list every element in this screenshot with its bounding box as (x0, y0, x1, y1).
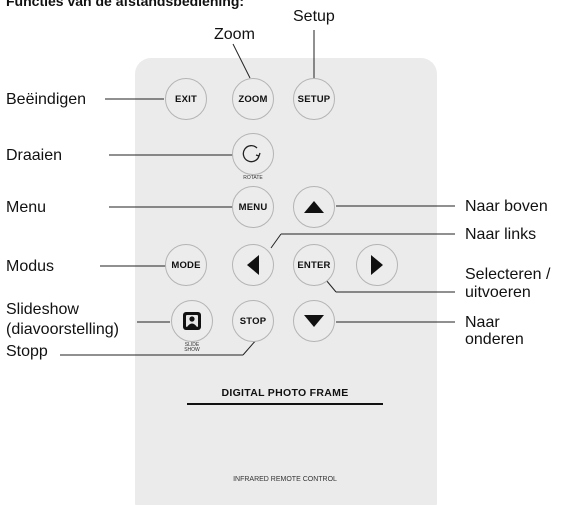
callout-slideshow-2: (diavoorstelling) (6, 321, 119, 338)
callout-enter-1: Selecteren / (465, 266, 551, 283)
line-left (270, 233, 282, 249)
exit-button-label: EXIT (175, 93, 197, 105)
left-button[interactable] (232, 244, 274, 286)
slideshow-caption: SLIDE SHOW (172, 343, 212, 353)
callout-menu: Menu (6, 199, 47, 216)
mode-button-label: MODE (171, 259, 201, 271)
slideshow-caption-line-1: SLIDE (184, 342, 200, 348)
down-button[interactable] (293, 300, 335, 342)
callout-down-1: Naar (465, 314, 500, 331)
callout-rotate: Draaien (6, 147, 63, 164)
rotate-button[interactable] (232, 133, 274, 175)
triangle-up-icon (304, 201, 324, 213)
enter-button-label: ENTER (297, 259, 331, 271)
remote-footer-text: INFRARED REMOTE CONTROL (233, 476, 337, 483)
page-heading: Functies van de afstandsbediening: (6, 0, 245, 9)
brand-text: DIGITAL PHOTO FRAME (221, 387, 349, 399)
callout-exit: Beëindigen (6, 91, 87, 108)
triangle-right-icon (371, 255, 383, 275)
callout-up: Naar boven (465, 198, 548, 215)
rotate-caption: ROTATE (243, 175, 263, 181)
mode-button[interactable]: MODE (165, 244, 207, 286)
callout-stop: Stopp (6, 343, 48, 360)
slideshow-button[interactable] (171, 300, 213, 342)
line-zoom (232, 43, 251, 79)
up-button[interactable] (293, 186, 335, 228)
callout-left: Naar links (465, 226, 537, 243)
callout-slideshow-1: Slideshow (6, 301, 79, 318)
stop-button[interactable]: STOP (232, 300, 274, 342)
enter-button[interactable]: ENTER (293, 244, 335, 286)
callout-mode: Modus (6, 258, 55, 275)
brand-underline (187, 403, 383, 405)
callout-zoom: Zoom (214, 26, 255, 43)
setup-button-label: SETUP (297, 93, 331, 105)
callout-down-2: onderen (465, 331, 524, 348)
callout-setup: Setup (293, 8, 335, 25)
triangle-down-icon (304, 315, 324, 327)
slideshow-caption-line-2: SHOW (184, 347, 200, 353)
slideshow-portrait-icon (183, 312, 201, 330)
line-enter (325, 279, 337, 293)
zoom-button[interactable]: ZOOM (232, 78, 274, 120)
triangle-left-icon (247, 255, 259, 275)
zoom-button-label: ZOOM (238, 93, 268, 105)
exit-button[interactable]: EXIT (165, 78, 207, 120)
right-button[interactable] (356, 244, 398, 286)
callout-enter-2: uitvoeren (465, 284, 531, 301)
menu-button[interactable]: MENU (232, 186, 274, 228)
setup-button[interactable]: SETUP (293, 78, 335, 120)
stop-button-label: STOP (239, 315, 267, 327)
menu-button-label: MENU (238, 201, 268, 213)
rotate-arrow-icon (242, 145, 261, 163)
